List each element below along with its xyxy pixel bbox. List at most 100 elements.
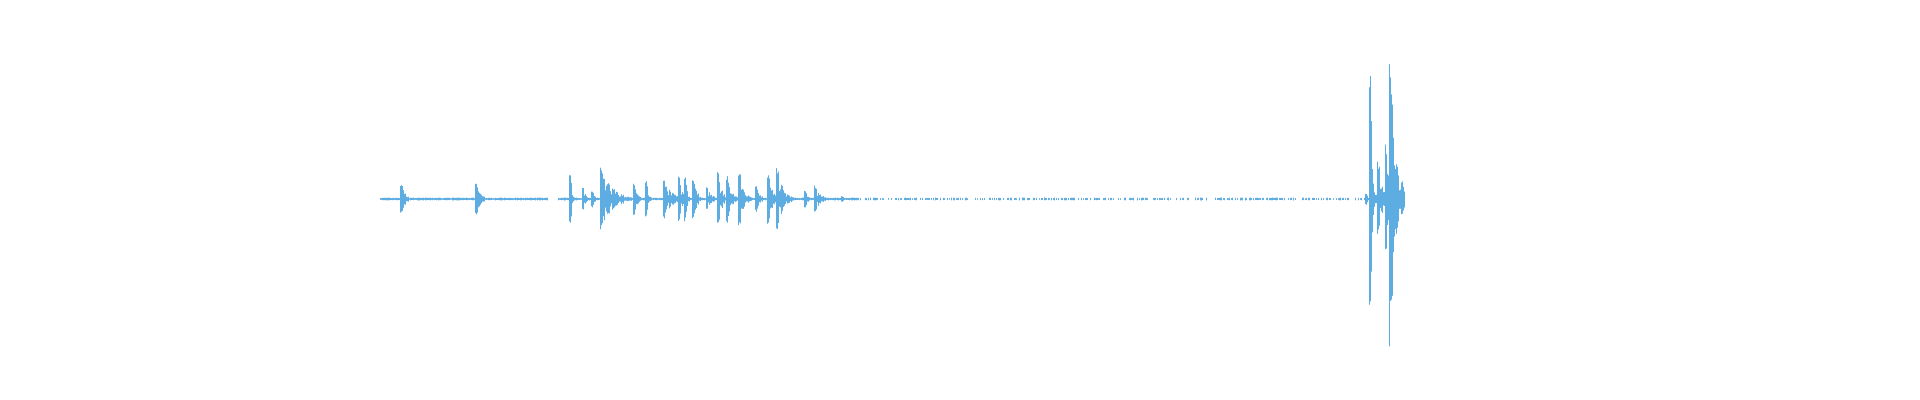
waveform-bar xyxy=(792,197,793,201)
waveform-bar xyxy=(676,196,677,202)
waveform-bar xyxy=(1262,198,1263,201)
waveform-bar xyxy=(1201,197,1202,201)
waveform-bar xyxy=(446,198,447,200)
waveform-bar xyxy=(622,195,623,203)
waveform-bar xyxy=(718,173,719,222)
waveform-bar xyxy=(681,194,682,204)
waveform-bar xyxy=(925,197,926,200)
waveform-bar xyxy=(723,195,724,203)
waveform-bar xyxy=(958,197,959,201)
waveform-bar xyxy=(746,196,747,202)
waveform-bar xyxy=(1338,198,1339,200)
waveform-bar xyxy=(1110,197,1111,201)
waveform-bar xyxy=(696,190,697,209)
waveform-bar xyxy=(1162,197,1163,200)
waveform-bar xyxy=(953,197,954,201)
waveform-bar xyxy=(567,197,568,201)
waveform-bar xyxy=(441,198,442,200)
waveform-bar xyxy=(559,198,560,200)
waveform-bar xyxy=(449,197,450,201)
waveform-bar xyxy=(442,198,443,200)
waveform-bar xyxy=(508,197,509,201)
waveform-bar xyxy=(409,198,410,200)
waveform-bar xyxy=(778,171,779,223)
waveform-bar xyxy=(1245,197,1246,201)
waveform-bar xyxy=(1124,197,1125,201)
waveform-bar xyxy=(1284,197,1285,201)
waveform-bar xyxy=(1187,198,1188,200)
waveform-bar xyxy=(1227,198,1228,201)
waveform-bar xyxy=(687,191,688,206)
waveform-bar xyxy=(609,184,610,214)
waveform-bar xyxy=(833,197,834,201)
waveform-bar xyxy=(535,197,536,201)
waveform-bar xyxy=(510,197,511,201)
waveform-bar xyxy=(632,198,633,200)
waveform-bar xyxy=(663,180,664,217)
waveform-bar xyxy=(1015,198,1016,200)
waveform-bar xyxy=(910,197,911,201)
waveform-bar xyxy=(469,198,470,200)
waveform-bar xyxy=(895,198,896,200)
waveform-bar xyxy=(608,183,609,214)
waveform-bar xyxy=(1270,198,1271,200)
waveform-bar xyxy=(996,198,997,200)
waveform-bar xyxy=(1366,194,1367,205)
waveform-bar xyxy=(990,197,991,201)
waveform-bar xyxy=(770,187,771,209)
waveform-bar xyxy=(762,196,763,202)
waveform-bar xyxy=(1267,197,1268,201)
waveform-bar xyxy=(1370,75,1371,302)
waveform-bar xyxy=(947,197,948,201)
waveform-bar xyxy=(1339,197,1340,201)
waveform-bar xyxy=(656,197,657,201)
waveform-bar xyxy=(1087,198,1088,200)
waveform-bar xyxy=(1008,197,1009,201)
waveform-bar xyxy=(719,182,720,220)
waveform-bar xyxy=(509,198,510,201)
waveform-bar xyxy=(1378,168,1379,230)
waveform-bar xyxy=(603,178,604,217)
waveform-bar xyxy=(570,175,571,223)
waveform-bar xyxy=(750,197,751,201)
waveform-bar xyxy=(1312,197,1313,200)
waveform-bar xyxy=(419,197,420,201)
waveform-bar xyxy=(928,197,929,200)
waveform-bar xyxy=(395,197,396,200)
waveform-bar xyxy=(1355,197,1356,201)
waveform-bar xyxy=(837,197,838,201)
waveform-bar xyxy=(427,197,428,201)
waveform-bar xyxy=(418,197,419,201)
waveform-bar xyxy=(758,193,759,206)
waveform-bar xyxy=(710,195,711,204)
waveform-bar xyxy=(1083,198,1084,200)
waveform-bar xyxy=(727,176,728,223)
waveform-bar xyxy=(999,197,1000,201)
waveform-bar xyxy=(1217,198,1218,200)
waveform-bar xyxy=(485,198,486,200)
waveform-bar xyxy=(438,197,439,201)
waveform-bar xyxy=(765,197,766,201)
waveform-bar xyxy=(487,198,488,200)
waveform-bar xyxy=(1220,197,1221,201)
waveform-bar xyxy=(1061,197,1062,201)
waveform-bar xyxy=(1062,198,1063,200)
waveform-bar xyxy=(650,196,651,201)
waveform-bar xyxy=(965,197,966,201)
waveform-bar xyxy=(1143,197,1144,201)
waveform-bar xyxy=(624,197,625,201)
waveform-bar xyxy=(734,196,735,202)
waveform-bar xyxy=(1160,198,1161,200)
waveform-bar xyxy=(518,197,519,200)
waveform-bar xyxy=(420,197,421,201)
waveform-bar xyxy=(583,188,584,210)
waveform-bar xyxy=(915,198,916,201)
waveform-bar xyxy=(1393,137,1394,253)
waveform-bar xyxy=(898,197,899,201)
waveform-bar xyxy=(574,197,575,201)
waveform-bar xyxy=(1295,198,1296,200)
waveform-bar xyxy=(458,197,459,201)
waveform-bar xyxy=(1249,197,1250,201)
waveform-bar xyxy=(1154,197,1155,201)
waveform-bar xyxy=(501,197,502,201)
